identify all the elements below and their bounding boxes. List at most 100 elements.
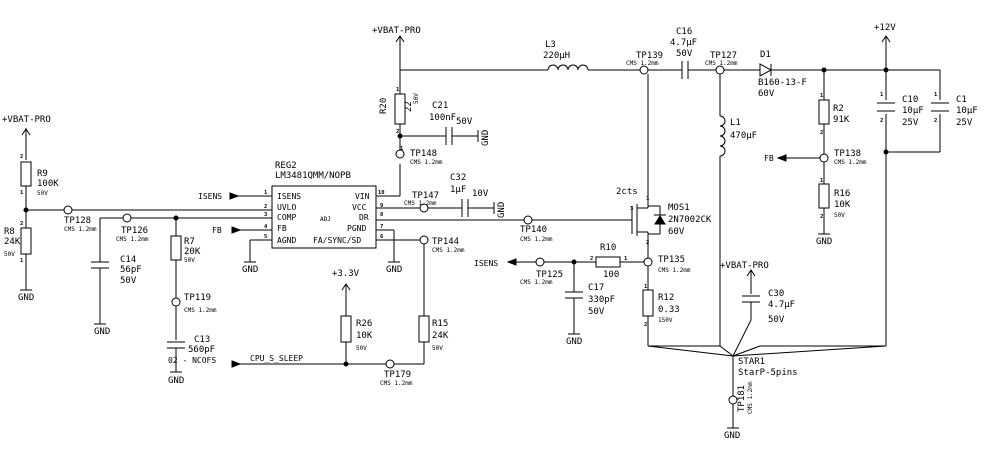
fb-net-in: FB — [212, 226, 272, 235]
pin-num: 1 — [820, 93, 824, 99]
gnd-pgnd: GND — [386, 265, 402, 275]
c30-rating: 50V — [768, 315, 785, 325]
capacitor-c13: C13 560pF 02 - NCOFS GND — [167, 306, 216, 386]
r20-value: 22 — [404, 101, 414, 112]
r15-rating: 50V — [432, 345, 443, 352]
r26-ref: R26 — [356, 319, 372, 329]
tp138-pkg: CMS 1.2mm — [834, 159, 867, 166]
pin-num: 2 — [820, 130, 823, 136]
c13-value: 560pF — [188, 345, 215, 355]
tp127-label: TP127 — [710, 51, 737, 61]
gnd-r16: GND — [816, 237, 832, 247]
c13-ref: C13 — [194, 335, 210, 345]
capacitor-c14: C14 56pF 50V GND — [91, 255, 142, 337]
tp147-label: TP147 — [412, 191, 439, 201]
r8-ref: R8 — [4, 227, 15, 237]
ic-pin-dr: DR — [359, 213, 369, 222]
testpoint-tp126: TP126 CMS 1.2mm — [116, 213, 149, 243]
pin-num: 3 — [630, 206, 633, 212]
v12-rail: +12V — [874, 23, 896, 100]
tp119-pkg: CMS 1.2mm — [184, 307, 217, 314]
c17-rating: 50V — [588, 307, 605, 317]
resistor-r8: R8 24K 50V GND — [4, 210, 34, 303]
tp139-pkg: CMS 1.2mm — [626, 60, 659, 67]
tp147-pkg: CMS 1.2mm — [404, 200, 437, 207]
r8-rating: 50V — [4, 251, 15, 258]
tp126-label: TP126 — [121, 226, 148, 236]
tp181-pkg: CMS 1.2mm — [747, 381, 754, 414]
c14-value: 56pF — [120, 265, 142, 275]
mos1-ref: MOS1 — [668, 203, 690, 213]
tp144-label: TP144 — [432, 237, 459, 247]
capacitor-c1: C1 10μF 25V — [883, 70, 978, 155]
tp144-pkg: CMS 1.2mm — [432, 247, 465, 254]
r7-rating: 50V — [184, 257, 195, 264]
ic-adj: ADJ — [320, 216, 331, 223]
gnd-c13: GND — [168, 376, 184, 386]
c16-rating: 50V — [676, 49, 693, 59]
pin-num: 4 — [264, 224, 268, 230]
ic-pin-uvlo: UVLO — [277, 203, 296, 212]
c21-ref: C21 — [432, 101, 448, 111]
isens-out-label: ISENS — [474, 259, 498, 268]
r12-value: 0.33 — [658, 305, 680, 315]
l3-ref: L3 — [545, 40, 556, 50]
c16-value: 4.7μF — [670, 38, 697, 48]
d1-rating: 60V — [758, 89, 775, 99]
ic-pin-vin: VIN — [355, 192, 370, 201]
r12-rating: 150V — [658, 317, 673, 324]
ic-refdes: REG2 — [275, 161, 297, 171]
c32-ref: C32 — [450, 173, 466, 183]
pin-num: 2 — [20, 221, 23, 227]
c32-value: 1μF — [450, 185, 466, 195]
l1-ref: L1 — [730, 118, 741, 128]
feedback-divider: R2 91K TP138 CMS 1.2mm FB R16 10K 50V GN… — [764, 70, 867, 247]
pin-num: 1 — [644, 284, 648, 290]
resistor-r9: R9 100K 50V — [20, 161, 59, 210]
isens-in-label: ISENS — [198, 192, 222, 201]
pin-numbers: 2 1 2 1 1 1 2 1 2 1 2 1 2 1 2 3 1 2 2 1 … — [20, 87, 938, 328]
c17-ref: C17 — [588, 283, 604, 293]
tp127-pkg: CMS 1.2mm — [705, 60, 738, 67]
pin-num: 2 — [646, 240, 649, 246]
c30-ref: C30 — [768, 289, 784, 299]
c17-value: 330pF — [588, 295, 615, 305]
d1-ref: D1 — [760, 50, 771, 60]
isens-sense-branch: ISENS R10 100 TP125 CMS 1.2mm C17 330pF … — [474, 243, 644, 347]
power-path-top: L3 220μH TP139 CMS 1.2mm C16 4.7μF 50V T… — [400, 27, 940, 99]
mosfet-count: 2cts — [616, 187, 638, 197]
pin-num: 1 — [624, 256, 628, 262]
pin-num: 1 — [646, 196, 650, 202]
fb-out-label: FB — [764, 154, 774, 163]
pin-num: 1 — [20, 190, 24, 196]
tp179-label: TP179 — [384, 370, 411, 380]
ic-part: LM3481QMM/NOPB — [275, 171, 351, 181]
star1-ref: STAR1 — [738, 357, 765, 367]
tp126-pkg: CMS 1.2mm — [116, 236, 149, 243]
pin-num: 6 — [380, 234, 384, 240]
pin-num: 8 — [380, 212, 383, 218]
mos1-rating: 60V — [668, 227, 685, 237]
c10-rating: 25V — [902, 118, 919, 128]
tp119-label: TP119 — [184, 293, 211, 303]
tp179-pkg: CMS 1.2mm — [380, 380, 413, 387]
pin-num: 9 — [380, 203, 383, 209]
testpoint-tp128: TP128 CMS 1.2mm — [63, 205, 97, 233]
gnd-c21: GND — [481, 130, 491, 146]
r26-rating: 50V — [356, 345, 367, 352]
tp140-label: TP140 — [520, 225, 547, 235]
c30-value: 4.7μF — [768, 300, 795, 310]
r2-ref: R2 — [833, 104, 844, 114]
pin-num: 2 — [644, 322, 647, 328]
tp125-label: TP125 — [536, 270, 563, 280]
pin-num: 2 — [396, 129, 399, 135]
capacitor-c10: C10 10μF 25V — [877, 95, 924, 346]
pin-num: 1 — [820, 178, 824, 184]
gnd-c17: GND — [566, 337, 582, 347]
d1-value: B160-13-F — [758, 78, 807, 88]
ic-pin-agnd: AGND — [277, 236, 296, 245]
tp135-pkg: CMS 1.2mm — [658, 267, 691, 274]
pin-num: 2 — [820, 214, 823, 220]
pin-num: 2 — [880, 118, 883, 124]
testpoint-tp119: TP119 CMS 1.2mm — [171, 293, 217, 314]
